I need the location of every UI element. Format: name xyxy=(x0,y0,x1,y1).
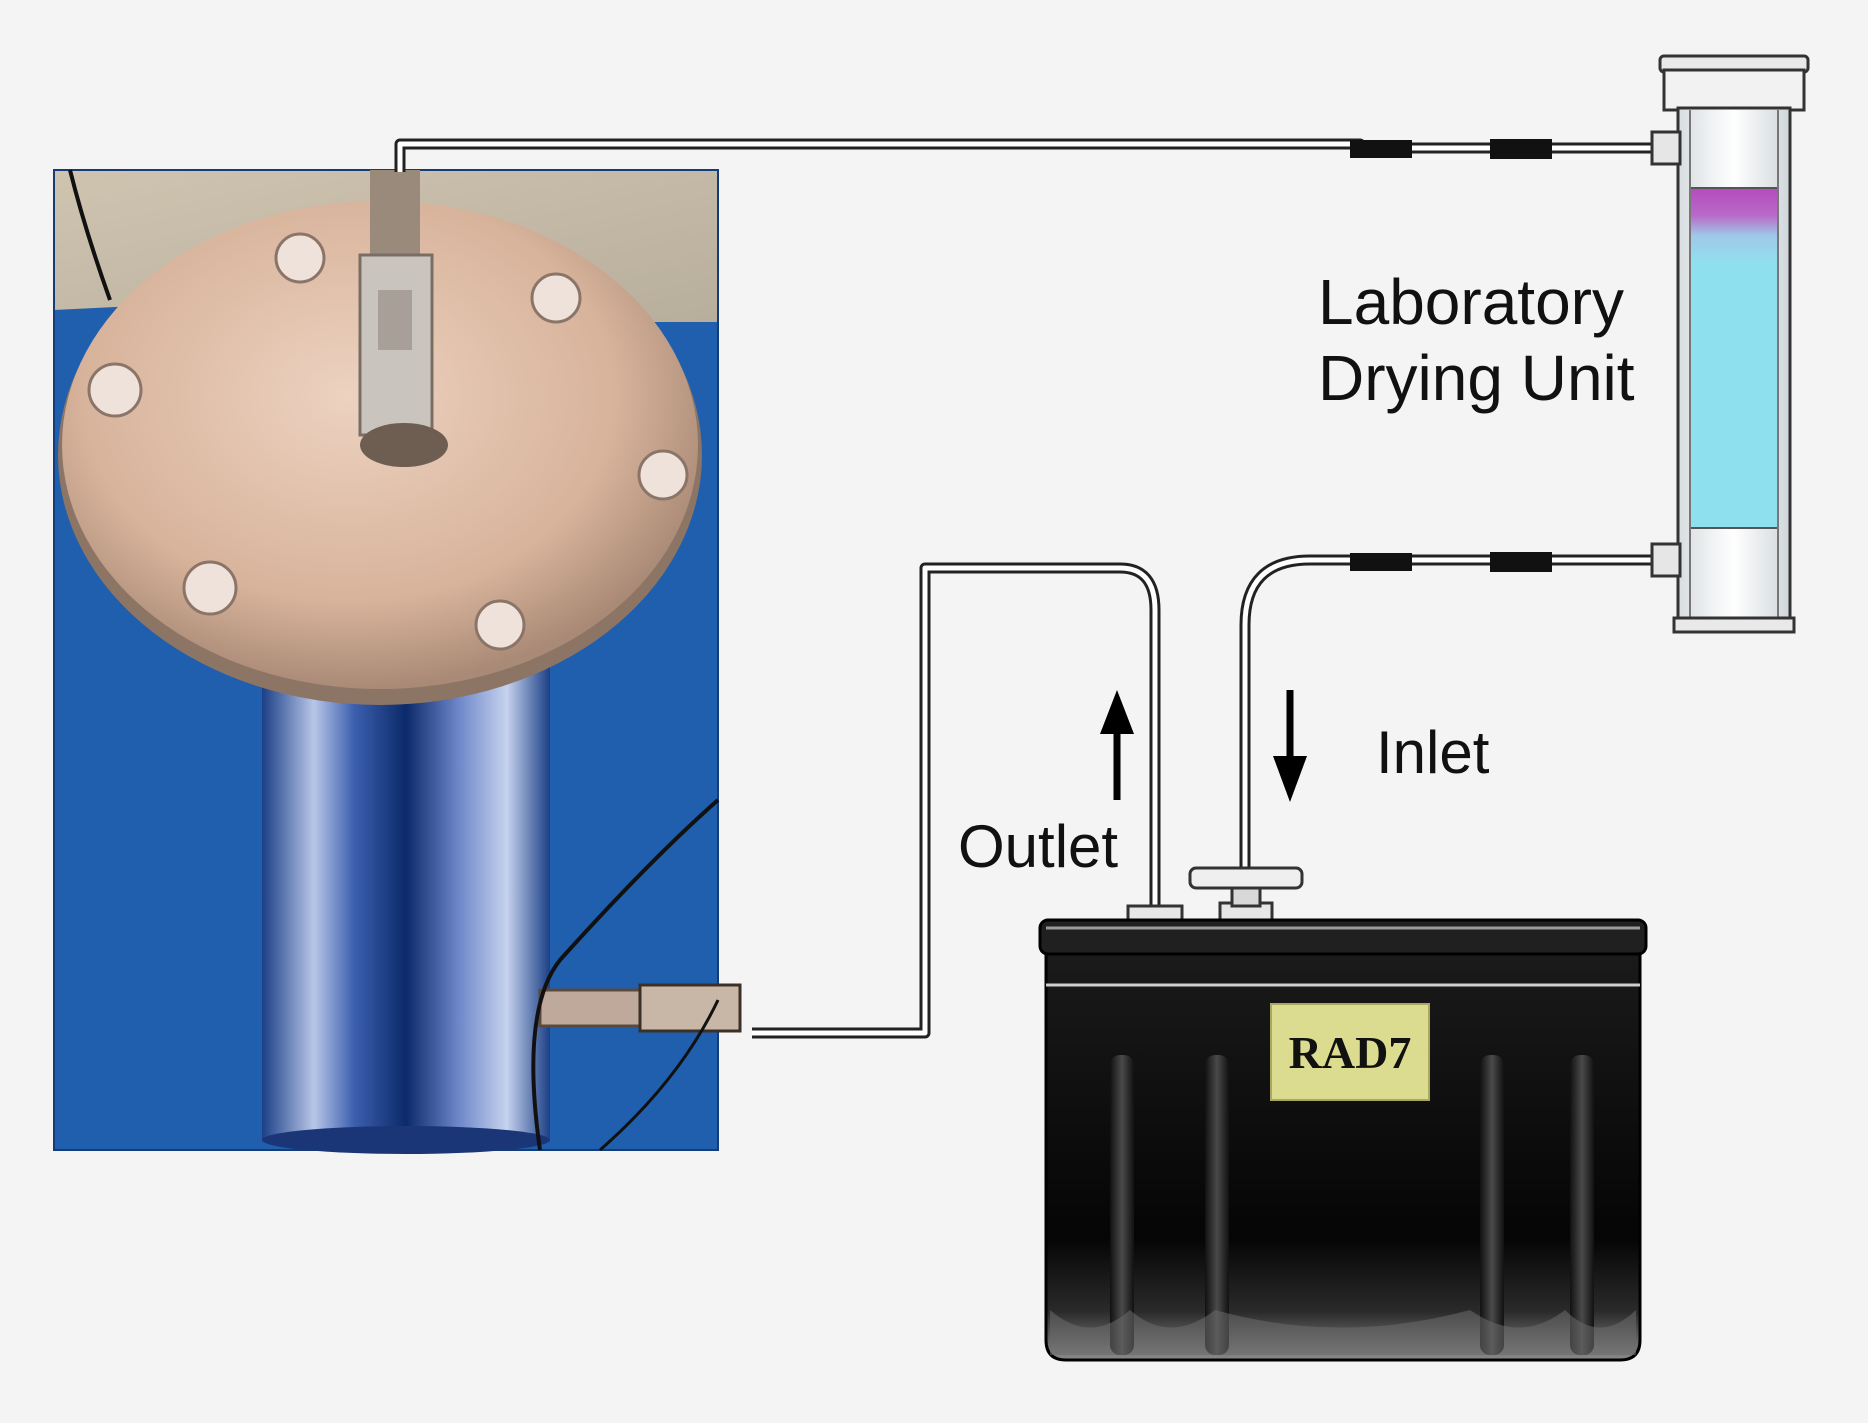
drying-unit-label: Laboratory Drying Unit xyxy=(1318,265,1635,416)
radon-chamber-photo xyxy=(53,169,742,1154)
arrow-down-icon xyxy=(1273,690,1307,802)
rad7-detector xyxy=(1038,866,1648,1362)
outlet-label: Outlet xyxy=(958,813,1119,880)
detector-ribs xyxy=(1110,1055,1594,1355)
tubing xyxy=(394,138,1662,1039)
inlet-label: Inlet xyxy=(1376,719,1490,786)
drying-unit-label-line2: Drying Unit xyxy=(1318,341,1635,414)
drying-unit-column xyxy=(1650,54,1810,634)
drying-unit-label-line1: Laboratory xyxy=(1318,266,1624,338)
flange-bolts xyxy=(87,232,689,651)
rad7-nameplate: RAD7 xyxy=(1270,1003,1430,1101)
arrow-up-icon xyxy=(1100,690,1134,800)
